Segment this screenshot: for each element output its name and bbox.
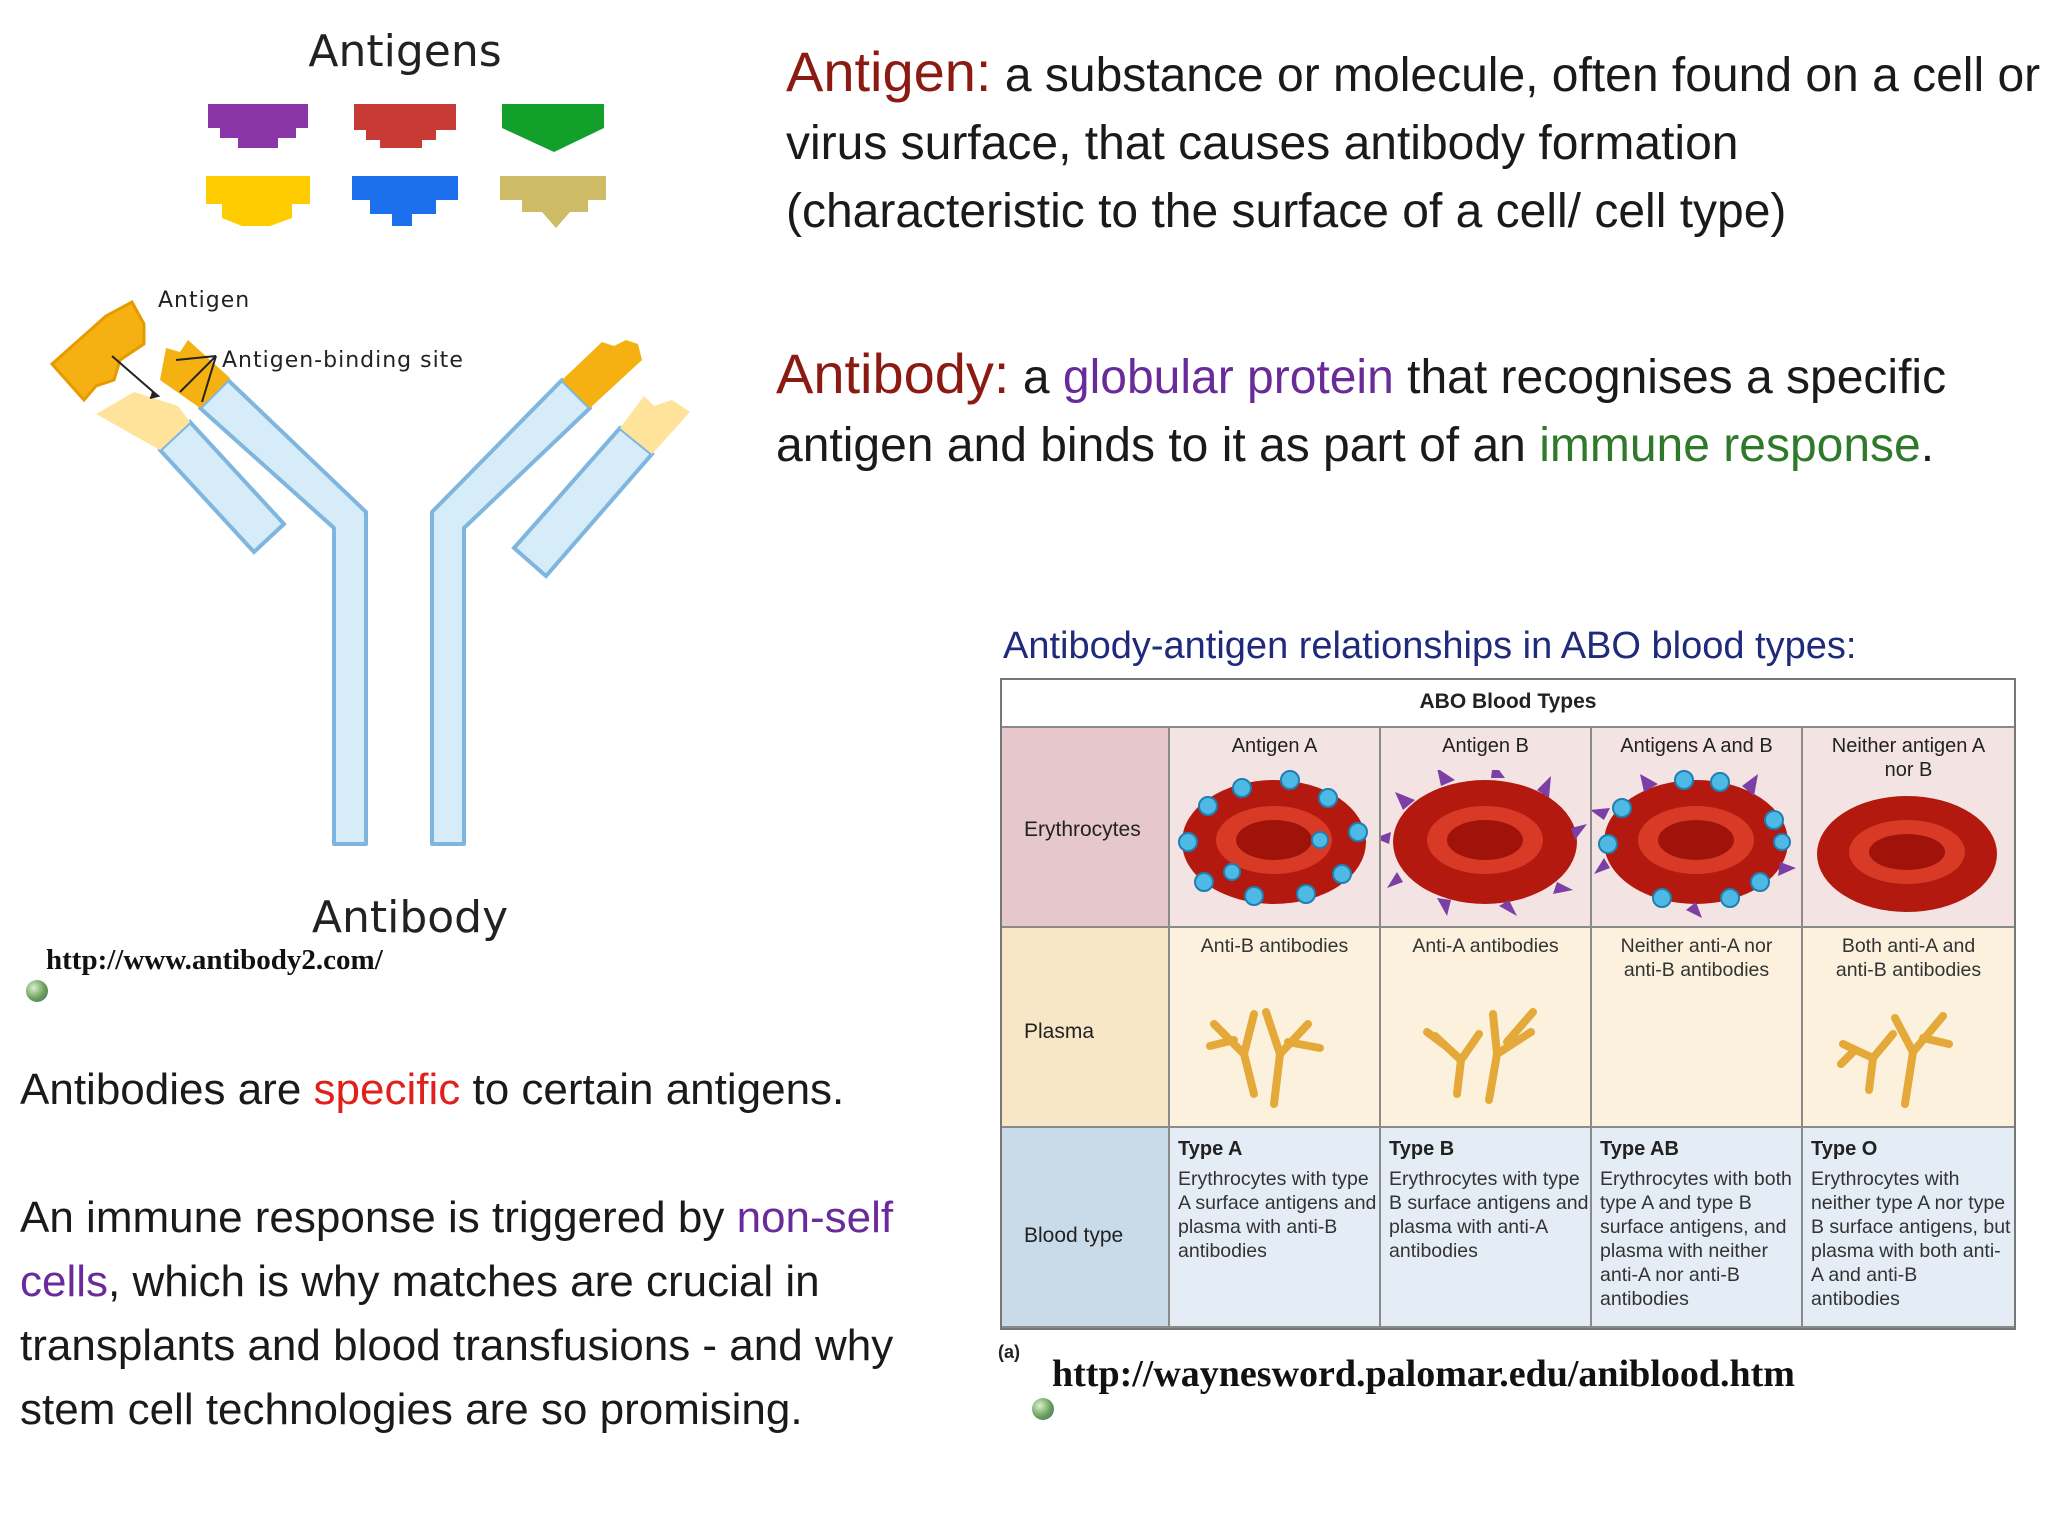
antibody-term: Antibody: — [776, 342, 1010, 405]
col-o-erythrocyte-cell: Neither antigen A nor B — [1803, 728, 2014, 928]
col-a-plasma-cell: Anti-B antibodies — [1170, 928, 1381, 1128]
row-label-blood-type-cell: Blood type — [1002, 1128, 1170, 1328]
col-a-erythrocyte-cell: Antigen A — [1170, 728, 1381, 928]
col-b-plasma-cell: Anti-A antibodies — [1381, 928, 1592, 1128]
binding-site-left — [160, 340, 230, 408]
antigen-swatch-purple — [208, 104, 308, 148]
rbc-type-o-illustration — [1817, 796, 1997, 912]
rbc-type-a-illustration — [1178, 770, 1368, 906]
col-ab-antibodies: Neither anti-A nor anti-B antibodies — [1620, 935, 1773, 981]
row-label-plasma-cell: Plasma — [1002, 928, 1170, 1128]
antigen-swatch-yellow — [206, 176, 310, 226]
type-ab-description: Erythrocytes with both type A and type B… — [1600, 1168, 1792, 1310]
antibody2-source-link[interactable]: http://www.antibody2.com/ — [46, 944, 383, 976]
globe-icon[interactable] — [1032, 1398, 1054, 1420]
floating-antigen — [49, 299, 146, 403]
abo-table-title: ABO Blood Types — [1002, 680, 2014, 728]
abo-blood-types-table: ABO Blood Types Erythrocytes Plasma Bloo… — [1000, 678, 2016, 1330]
figure-label: (a) — [998, 1342, 1020, 1362]
waynesword-source-link[interactable]: http://waynesword.palomar.edu/aniblood.h… — [1052, 1353, 1795, 1395]
col-ab-antigen-header: Antigens A and B — [1620, 735, 1773, 757]
abo-caption: Antibody-antigen relationships in ABO bl… — [1003, 625, 1857, 667]
col-b-antibodies: Anti-A antibodies — [1412, 935, 1559, 957]
row-label-erythrocytes-cell: Erythrocytes — [1002, 728, 1170, 928]
col-b-erythrocyte-cell: Antigen B — [1381, 728, 1592, 928]
antibody-definition: Antibody: a globular protein that recogn… — [776, 340, 2038, 480]
row-label-blood-type: Blood type — [1024, 1224, 1124, 1247]
col-ab-plasma-cell: Neither anti-A nor anti-B antibodies — [1592, 928, 1803, 1128]
specificity-statement: Antibodies are specific to certain antig… — [20, 1058, 980, 1122]
specific-highlight: specific — [313, 1065, 461, 1114]
antigen-swatch-blue — [352, 176, 458, 226]
heavy-chain-left — [198, 378, 368, 846]
type-ab-label: Type AB — [1600, 1138, 1679, 1160]
globe-icon[interactable] — [26, 980, 48, 1002]
type-o-label: Type O — [1811, 1138, 1878, 1160]
anti-b-antibody-icon — [1206, 1008, 1324, 1108]
antigen-definition-text: a substance or molecule, often found on … — [786, 49, 2041, 238]
heavy-chain-right — [430, 378, 592, 846]
light-chain-left — [96, 392, 287, 555]
specific-post: to certain antigens. — [472, 1065, 845, 1114]
immune-post: , which is why matches are crucial in tr… — [20, 1257, 894, 1434]
row-label-plasma: Plasma — [1024, 1020, 1095, 1043]
type-o-description: Erythrocytes with neither type A nor typ… — [1811, 1168, 2011, 1310]
immune-response-paragraph: An immune response is triggered by non-s… — [20, 1186, 980, 1442]
antibody-def-pre: a — [1022, 351, 1050, 404]
col-b-antigen-header: Antigen B — [1442, 735, 1529, 757]
col-o-antibodies: Both anti-A and anti-B antibodies — [1835, 935, 1982, 981]
antigen-binding-site-label: Antigen-binding site — [222, 348, 464, 373]
antigen-swatches — [206, 104, 606, 228]
non-self-cells-highlight: non-self cells — [20, 1193, 894, 1306]
label-pointer-lines — [111, 355, 217, 403]
row-label-erythrocytes: Erythrocytes — [1024, 818, 1141, 841]
antigen-definition: Antigen: a substance or molecule, often … — [786, 38, 2048, 246]
antigen-swatch-khaki — [500, 176, 606, 228]
binding-site-right — [562, 340, 642, 408]
light-chain-right — [511, 396, 690, 579]
type-a-label: Type A — [1178, 1138, 1243, 1160]
immune-response-highlight: immune response — [1539, 419, 1921, 472]
anti-a-and-anti-b-antibody-icon — [1837, 1012, 1953, 1108]
col-o-antigen-header: Neither antigen A nor B — [1831, 735, 1986, 781]
col-ab-type-cell: Type AB Erythrocytes with both type A an… — [1592, 1128, 1803, 1328]
type-b-description: Erythrocytes with type B surface antigen… — [1389, 1168, 1589, 1262]
specific-pre: Antibodies are — [20, 1065, 302, 1114]
antigen-swatch-green — [502, 104, 604, 152]
rbc-type-b-illustration — [1381, 770, 1587, 916]
globular-protein-highlight: globular protein — [1062, 351, 1394, 404]
type-b-label: Type B — [1389, 1138, 1455, 1160]
col-b-type-cell: Type B Erythrocytes with type B surface … — [1381, 1128, 1592, 1328]
col-a-type-cell: Type A Erythrocytes with type A surface … — [1170, 1128, 1381, 1328]
anti-a-antibody-icon — [1423, 1008, 1537, 1104]
col-ab-erythrocyte-cell: Antigens A and B — [1592, 728, 1803, 928]
antigen-term: Antigen: — [786, 40, 992, 103]
col-o-plasma-cell: Both anti-A and anti-B antibodies — [1803, 928, 2014, 1128]
type-a-description: Erythrocytes with type A surface antigen… — [1178, 1168, 1377, 1262]
antigen-swatch-red — [354, 104, 456, 148]
antibody-diagram — [49, 299, 690, 846]
col-a-antibodies: Anti-B antibodies — [1200, 935, 1349, 957]
antibody-def-mid: that recognises a specific antigen and b… — [776, 351, 1947, 472]
rbc-type-ab-illustration — [1592, 770, 1796, 918]
immune-pre: An immune response is triggered by — [20, 1193, 725, 1242]
antigen-label: Antigen — [158, 288, 251, 313]
antibody-def-post: . — [1920, 419, 1935, 472]
col-a-antigen-header: Antigen A — [1231, 735, 1318, 757]
col-o-type-cell: Type O Erythrocytes with neither type A … — [1803, 1128, 2014, 1328]
antibody-caption: Antibody — [311, 892, 509, 943]
antigens-title: Antigens — [308, 26, 502, 77]
